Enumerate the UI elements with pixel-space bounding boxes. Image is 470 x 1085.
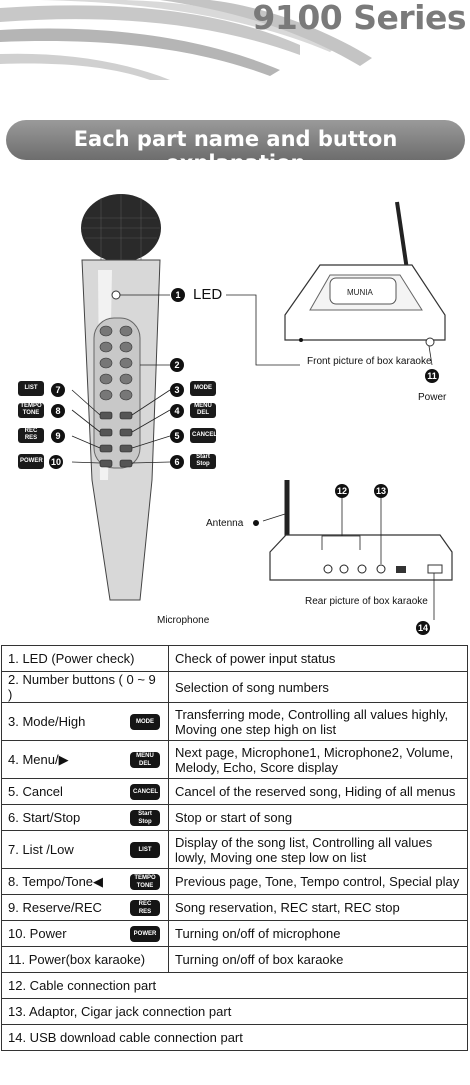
part-description: Turning on/off of microphone (168, 920, 468, 947)
callout-3: 3 (170, 383, 184, 397)
tempo-tone-icon: TEMPO TONE (18, 403, 44, 418)
part-description: Turning on/off of box karaoke (168, 946, 468, 973)
table-row: 7. List /Low LIST Display of the song list… (1, 830, 468, 869)
table-row: 8. Tempo/Tone◀ TEMPO TONE Previous page, T… (1, 868, 468, 895)
button-icon: MODE (130, 713, 160, 730)
section-banner: Each part name and button explanation (6, 120, 465, 175)
part-description: Selection of song numbers (168, 671, 468, 703)
banner-title: Each part name and button explanation (73, 127, 398, 175)
part-description: Stop or start of song (168, 804, 468, 831)
part-name: 1. LED (Power check) (8, 651, 135, 666)
part-name: 7. List /Low (8, 842, 74, 857)
part-description: Previous page, Tone, Tempo control, Spec… (168, 868, 468, 895)
part-name: 6. Start/Stop (8, 810, 81, 825)
table-row: 10. Power POWER Turning on/off of micropho… (1, 920, 468, 947)
decorative-swoosh (0, 0, 372, 80)
table-row: 4. Menu/▶ MENU DEL Next page, Microphone1,… (1, 740, 468, 779)
table-row: 1. LED (Power check) Check of power input… (1, 645, 468, 672)
callout-13: 13 (374, 484, 388, 498)
part-name: 3. Mode/High (8, 714, 86, 729)
callout-7: 7 (51, 383, 65, 397)
button-icon: MENU DEL (130, 751, 160, 768)
table-row: 13. Adaptor, Cigar jack connection part (1, 998, 468, 1025)
table-row: 11. Power(box karaoke) Turning on/off of … (1, 946, 468, 973)
table-row: 12. Cable connection part (1, 972, 468, 999)
list-icon: LIST (18, 381, 44, 396)
callout-10: 10 (49, 455, 63, 469)
start-stop-icon: Start Stop (190, 454, 216, 469)
page-header: 9100 Series (0, 0, 470, 80)
part-name: 5. Cancel (8, 784, 63, 799)
explanation-table: 1. LED (Power check) Check of power input… (1, 645, 468, 1051)
button-icon: POWER (130, 925, 160, 942)
callout-8: 8 (51, 404, 65, 418)
led-label: LED (193, 286, 223, 303)
part-name: 14. USB download cable connection part (8, 1030, 243, 1045)
mode-icon: MODE (190, 381, 216, 396)
part-description: Check of power input status (168, 645, 468, 672)
power-label: Power (418, 392, 447, 403)
part-name: 2. Number buttons ( 0 ~ 9 ) (8, 672, 156, 702)
callout-9: 9 (51, 429, 65, 443)
table-row: 6. Start/Stop Start Stop Stop or start of … (1, 804, 468, 831)
part-name: 11. Power(box karaoke) (8, 952, 146, 967)
callout-14: 14 (416, 621, 430, 635)
cancel-icon: CANCEL (190, 428, 217, 443)
callout-4: 4 (170, 404, 184, 418)
rear-caption: Rear picture of box karaoke (305, 596, 428, 607)
diagram-drawing: MUNIA (71, 194, 453, 620)
part-description: Next page, Microphone1, Microphone2, Vol… (168, 740, 468, 779)
callout-11: 11 (425, 369, 439, 383)
part-name: 13. Adaptor, Cigar jack connection part (8, 1004, 232, 1019)
part-description: Transferring mode, Controlling all value… (168, 702, 468, 741)
callout-5: 5 (170, 429, 184, 443)
table-row: 5. Cancel CANCEL Cancel of the reserved so… (1, 778, 468, 805)
table-row: 9. Reserve/REC REC RES Song reservation, R… (1, 894, 468, 921)
callout-6: 6 (170, 455, 184, 469)
button-icon: CANCEL (130, 783, 160, 800)
part-description: Song reservation, REC start, REC stop (168, 894, 468, 921)
part-name: 10. Power (8, 926, 67, 941)
microphone-label: Microphone (157, 615, 210, 626)
callout-1: 1 (171, 288, 185, 302)
product-diagram: MUNIA LED Front picture of box karaoke P… (0, 180, 470, 640)
svg-text:MUNIA: MUNIA (347, 288, 373, 297)
antenna-label: Antenna (206, 518, 244, 529)
button-icon: REC RES (130, 899, 160, 916)
table-row: 2. Number buttons ( 0 ~ 9 ) Selection of … (1, 671, 468, 703)
part-description: Cancel of the reserved song, Hiding of a… (168, 778, 468, 805)
table-row: 14. USB download cable connection part (1, 1024, 468, 1051)
part-name: 9. Reserve/REC (8, 900, 102, 915)
button-icon: Start Stop (130, 809, 160, 826)
front-caption: Front picture of box karaoke (307, 356, 432, 367)
button-icon: TEMPO TONE (130, 873, 160, 890)
callout-12: 12 (335, 484, 349, 498)
button-icon: LIST (130, 841, 160, 858)
table-row: 3. Mode/High MODE Transferring mode, Contr… (1, 702, 468, 741)
part-description: Display of the song list, Controlling al… (168, 830, 468, 869)
rec-res-icon: REC RES (18, 428, 44, 443)
part-name: 8. Tempo/Tone◀ (8, 873, 104, 889)
power-icon: POWER (18, 454, 44, 469)
callout-2: 2 (170, 358, 184, 372)
part-name: 4. Menu/▶ (8, 751, 69, 767)
part-name: 12. Cable connection part (8, 978, 157, 993)
menu-del-icon: MENU DEL (190, 403, 216, 418)
series-title: 9100 Series (252, 0, 466, 37)
